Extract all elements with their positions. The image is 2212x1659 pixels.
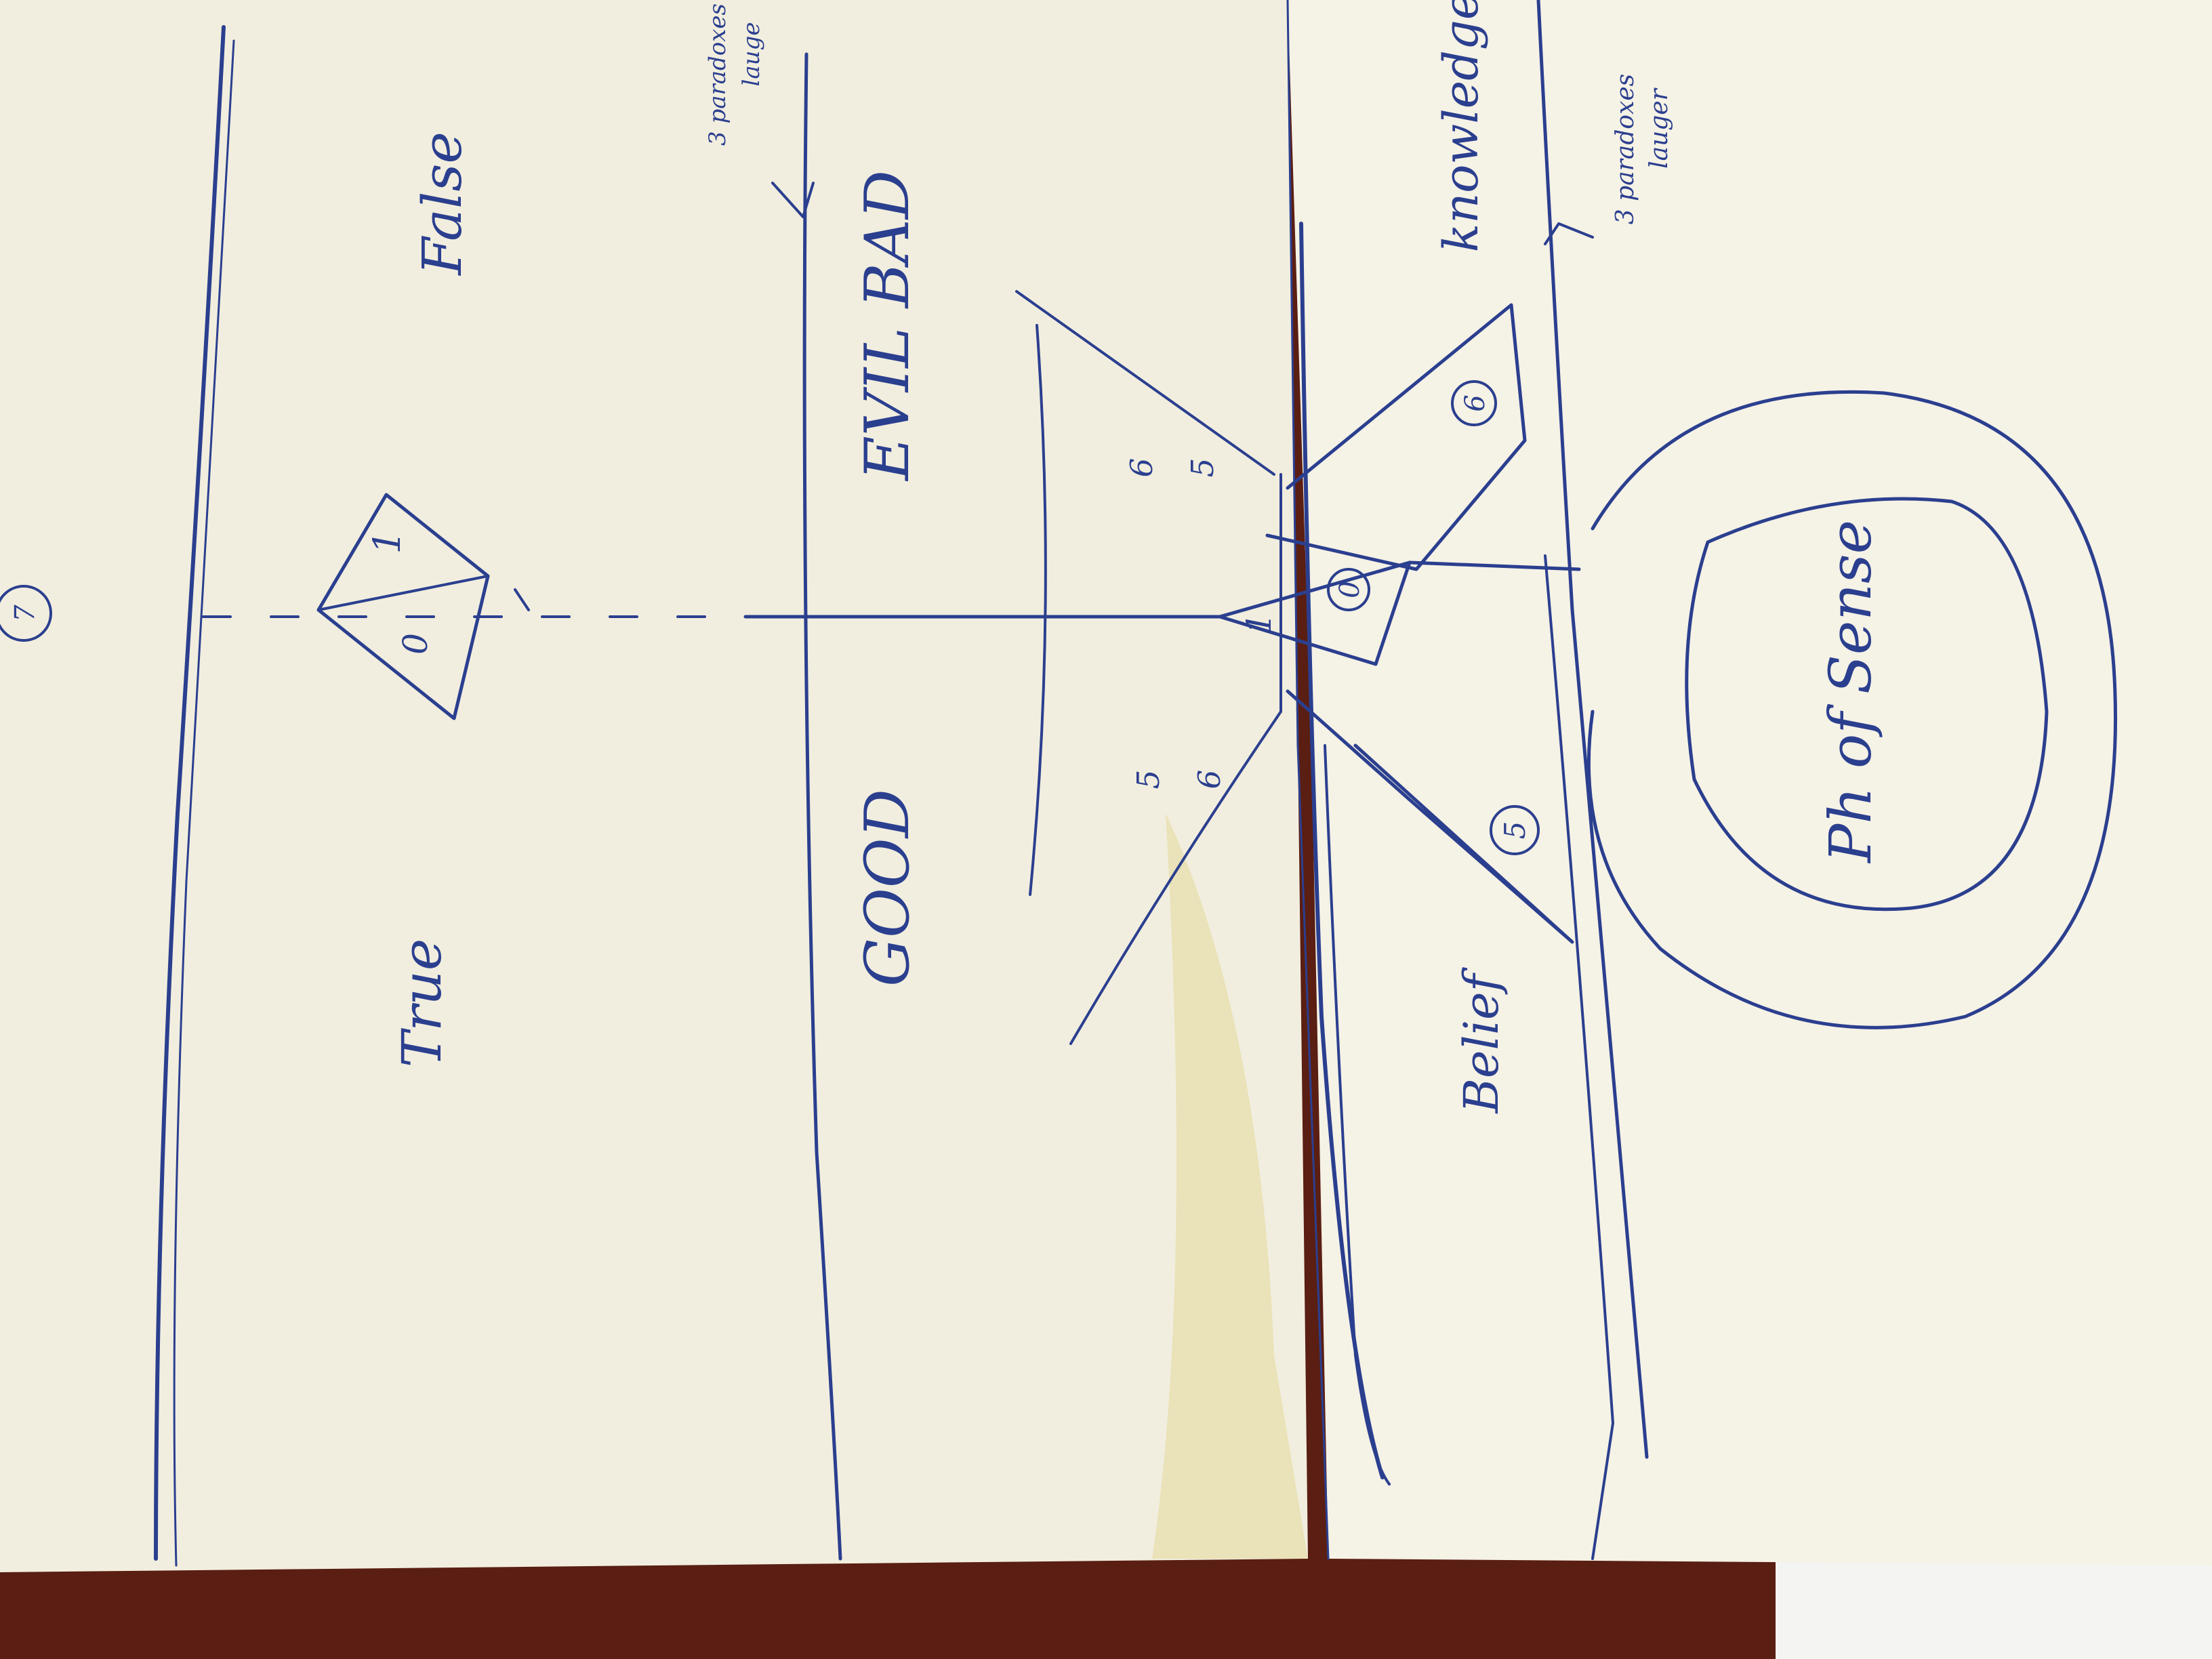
belief-label: Belief [1454, 966, 1509, 1114]
labels: 7 True False GOOD EVIL BAD 0 1 5 6 6 5 1… [9, 0, 1885, 1114]
left-fraction-num: 5 [1130, 770, 1166, 790]
sheet-seam [1286, 0, 1330, 1560]
right-triangle-upper [1265, 303, 1527, 571]
ink-drawing [0, 0, 2118, 1567]
arrow-right [1544, 222, 1594, 245]
top-triangle-one: 1 [365, 531, 409, 554]
right-fraction-num: 6 [1124, 458, 1160, 478]
good-label: GOOD [852, 789, 923, 987]
top-triangle-zero: 0 [396, 633, 435, 655]
ph-of-sense-label: Ph of Sense [1818, 520, 1885, 864]
circle-zero [1327, 568, 1370, 611]
note-right-line2: lauger [1645, 87, 1673, 169]
page-number-label: 7 [9, 605, 41, 622]
knowledge-line [1536, 0, 1649, 1459]
center-one-label: 1 [1240, 613, 1279, 634]
left-paper-sheet [0, 0, 1308, 1572]
outer-oval [1586, 390, 2118, 1029]
true-label: True [390, 939, 453, 1067]
left-border-line [154, 25, 226, 1561]
hourglass-upper-curve [1015, 290, 1282, 1045]
knowledge-label: knowledge [1433, 0, 1489, 252]
center-zero-label: 0 [1334, 581, 1366, 598]
circle-six [1451, 380, 1497, 426]
inner-oval [1685, 497, 2049, 912]
top-triangle-tick [514, 588, 530, 611]
arrow-top [771, 182, 815, 218]
right-fraction-den: 5 [1185, 458, 1221, 478]
circle-five [1490, 805, 1540, 855]
note-right-line1: 3 paradoxes [1612, 74, 1639, 224]
left-border-line-2 [173, 39, 235, 1567]
right-triangle-lower [1286, 689, 1574, 944]
top-triangle-divider [317, 575, 489, 611]
belief-line-2 [1324, 744, 1391, 1486]
knowledge-line-2 [1544, 554, 1614, 1560]
right-paper-sheet [1288, 0, 2212, 1565]
circled-six-label: 6 [1460, 394, 1491, 411]
inner-triangle-tail [1408, 560, 1581, 571]
circled-five-label: 5 [1498, 821, 1532, 840]
table-right-surface [1776, 1559, 2212, 1659]
good-evil-line [802, 52, 842, 1561]
left-fraction-den: 6 [1191, 770, 1227, 790]
note-top-line1: 3 paradoxes [704, 3, 731, 146]
paper-shadow [1152, 813, 1308, 1559]
evil-bad-label: EVIL BAD [852, 170, 923, 482]
note-top-line2: lauge [738, 22, 765, 87]
page-number-circle [0, 585, 52, 642]
inner-triangle [1218, 560, 1412, 666]
false-label: False [411, 131, 474, 276]
